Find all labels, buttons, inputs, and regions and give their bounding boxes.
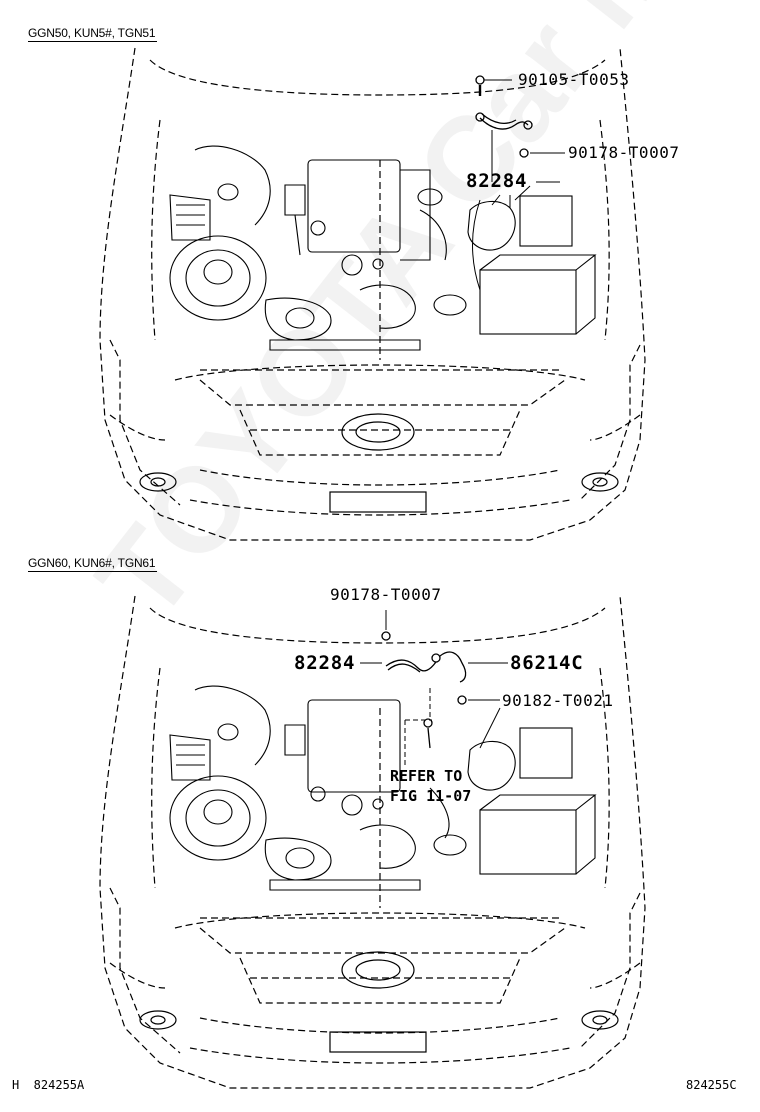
part-number-strap: 82284: [294, 652, 356, 674]
part-number-nut: 90178-T0007: [568, 143, 680, 162]
hood-outline: [99, 47, 646, 541]
license-plate: [329, 491, 427, 513]
ground-strap-top: [475, 75, 533, 158]
fog-lights: [139, 1010, 619, 1030]
part-number-nut-2: 90182-T0021: [502, 691, 614, 710]
refer-to-figure: REFER TO FIG 11-07: [390, 767, 472, 805]
fog-lights: [139, 472, 619, 492]
part-number-wire: 86214C: [510, 652, 584, 674]
footer-code-right: 824255C: [686, 1078, 737, 1092]
hood-outline: [99, 595, 646, 1089]
ground-strap-bottom: [381, 631, 467, 749]
emblem: [341, 951, 415, 989]
engine-components: [169, 685, 597, 891]
part-number-strap: 82284: [466, 170, 528, 192]
emblem: [341, 413, 415, 451]
part-number-nut: 90178-T0007: [330, 585, 442, 604]
leader-lines-bottom: [360, 610, 508, 766]
engine-bay-illustration-top: [99, 47, 646, 541]
part-number-bolt: 90105-T0053: [518, 70, 630, 89]
leader-lines-top: [472, 79, 565, 291]
variant-label-bottom: GGN60, KUN6#, TGN61: [28, 556, 158, 572]
license-plate: [329, 1031, 427, 1053]
engine-bay-illustration-bottom: [99, 595, 646, 1089]
footer-code-left: H 824255A: [12, 1078, 85, 1092]
variant-label-top: GGN50, KUN5#, TGN51: [28, 26, 158, 42]
engine-components: [169, 145, 597, 351]
